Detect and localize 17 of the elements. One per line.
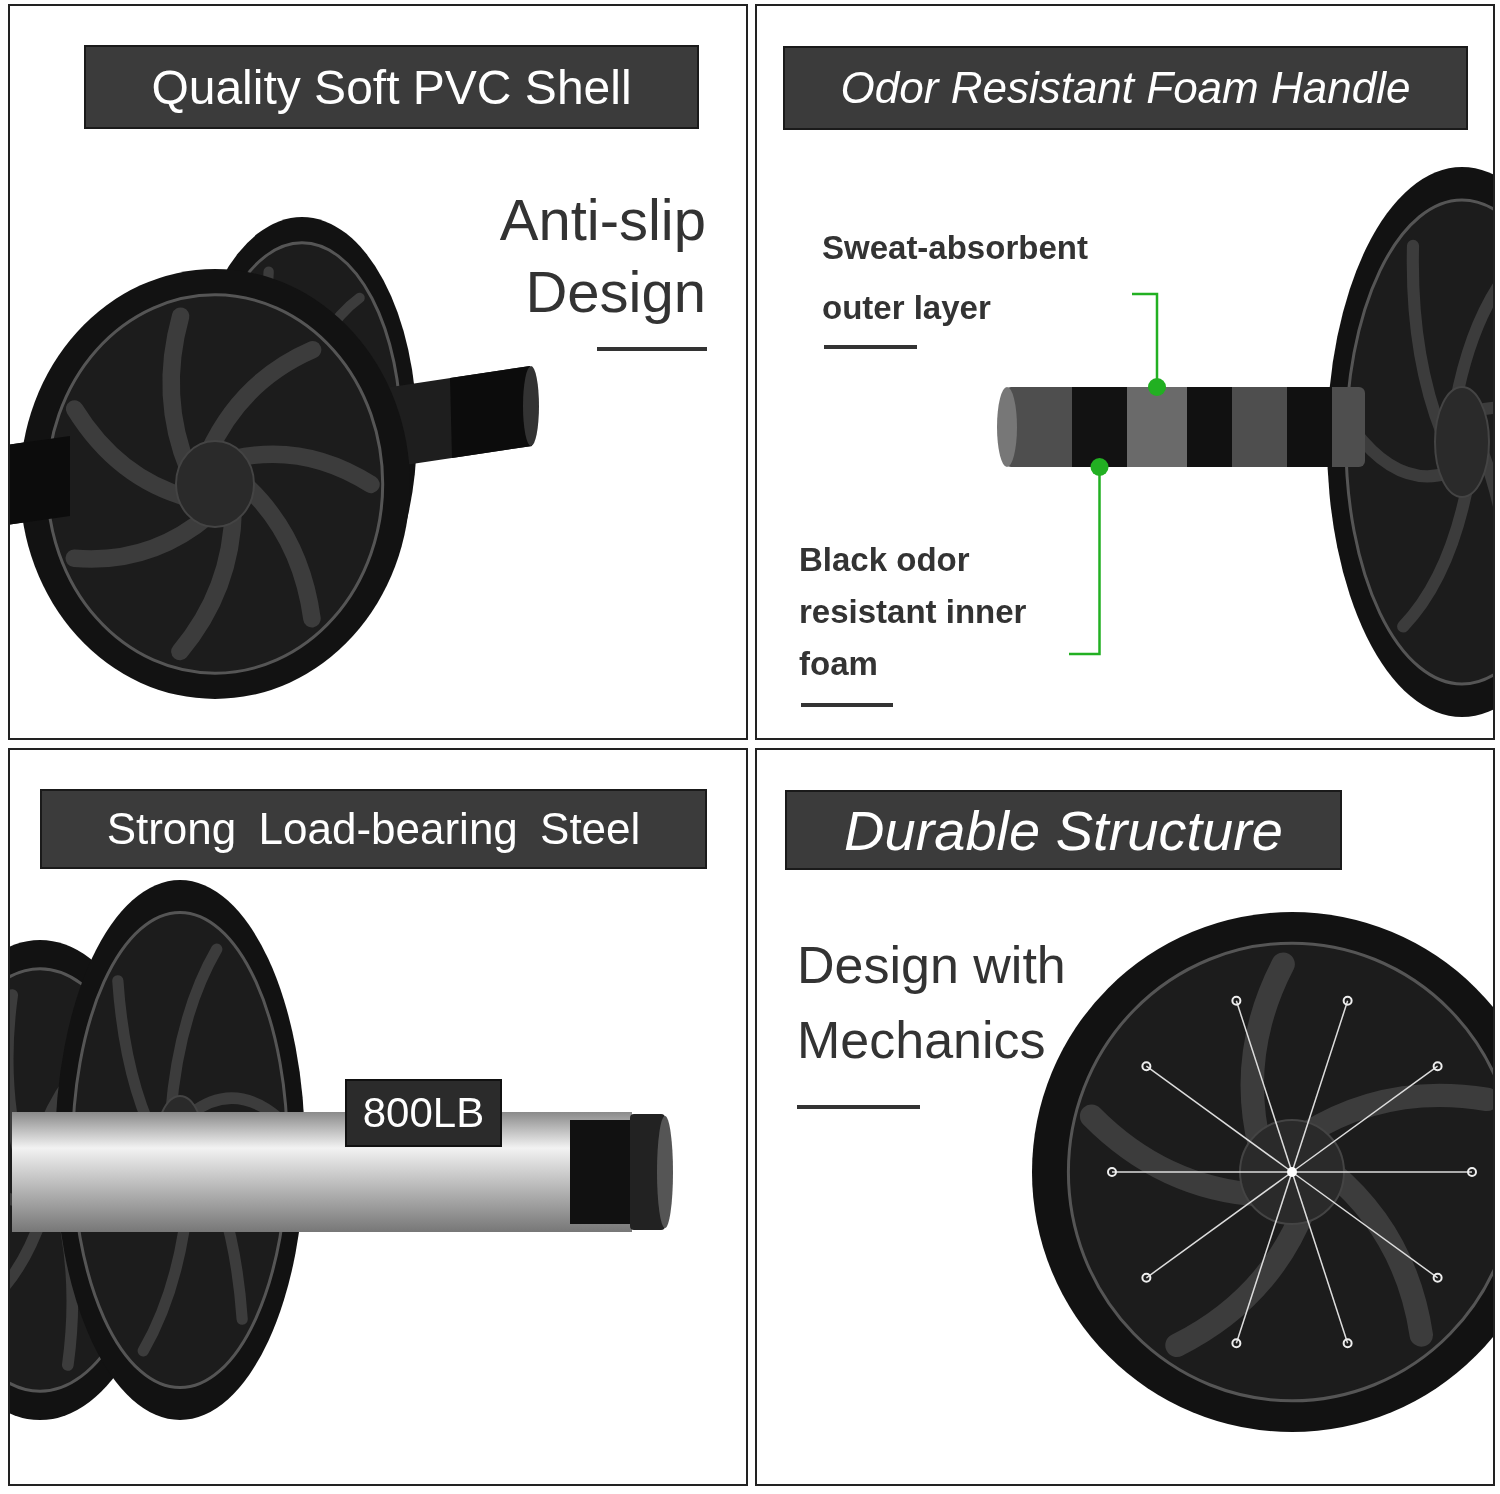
photo-panel (8, 748, 748, 1486)
title-banner: Durable Structure (785, 790, 1342, 870)
load-label: 800LB (345, 1079, 502, 1147)
callout-text: Sweat-absorbent outer layer (822, 218, 1132, 338)
foam-band (1072, 387, 1127, 467)
leader-line (1132, 292, 1166, 396)
title-banner: Odor Resistant Foam Handle (783, 46, 1468, 130)
photo-panel (755, 4, 1495, 740)
callout-text: Black odor resistant inner foam (799, 534, 1069, 690)
feature-text: Anti-slip Design (498, 186, 706, 326)
leader-line (1069, 458, 1109, 656)
feature-text: Design with Mechanics (797, 935, 1067, 1071)
title-banner: Quality Soft PVC Shell (84, 45, 699, 129)
photo-panel (755, 748, 1495, 1486)
photo-panel (8, 4, 748, 740)
foam-band (1127, 387, 1187, 467)
title-banner: Strong Load-bearing Steel (40, 789, 707, 869)
